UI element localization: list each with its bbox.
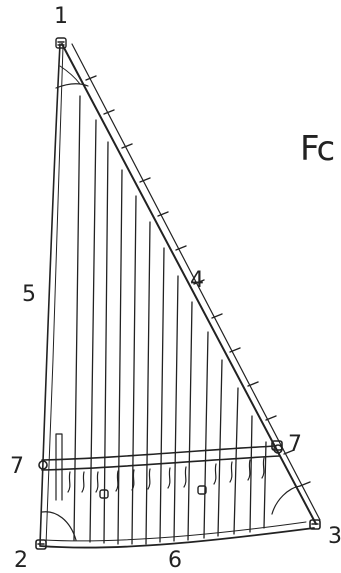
tack-patch xyxy=(41,511,77,541)
foot-label: 6 xyxy=(168,548,182,573)
head-grommet xyxy=(55,37,67,49)
foot-edge xyxy=(39,527,315,549)
leech-edge xyxy=(61,43,317,525)
leech-ticks xyxy=(85,75,311,487)
panel-seams xyxy=(73,95,267,545)
batten-label-right: 7 xyxy=(288,432,302,457)
luff-pocket xyxy=(55,433,63,501)
clew-grommet xyxy=(309,519,321,530)
reef-points xyxy=(67,457,265,493)
reef-grommets xyxy=(99,485,207,499)
batten-end-left xyxy=(38,460,48,470)
luff-edge-inner xyxy=(45,45,64,546)
head-patch-2 xyxy=(59,65,81,85)
leech-label: 4 xyxy=(190,268,204,293)
clew-label: 3 xyxy=(328,524,341,549)
batten-label-left: 7 xyxy=(10,454,24,479)
tack-label: 2 xyxy=(14,548,28,573)
clew-patch xyxy=(271,485,301,515)
head-label: 1 xyxy=(54,4,68,29)
side-note-label: Fc xyxy=(300,129,335,169)
luff-label: 5 xyxy=(22,282,36,307)
tack-grommet xyxy=(35,539,47,550)
luff-edge xyxy=(39,43,61,546)
reef-band-bottom xyxy=(41,455,281,471)
band-grommet-right xyxy=(271,440,283,451)
head-patch xyxy=(55,83,89,89)
foot-edge-inner xyxy=(43,521,307,542)
reef-band-top xyxy=(41,445,277,461)
